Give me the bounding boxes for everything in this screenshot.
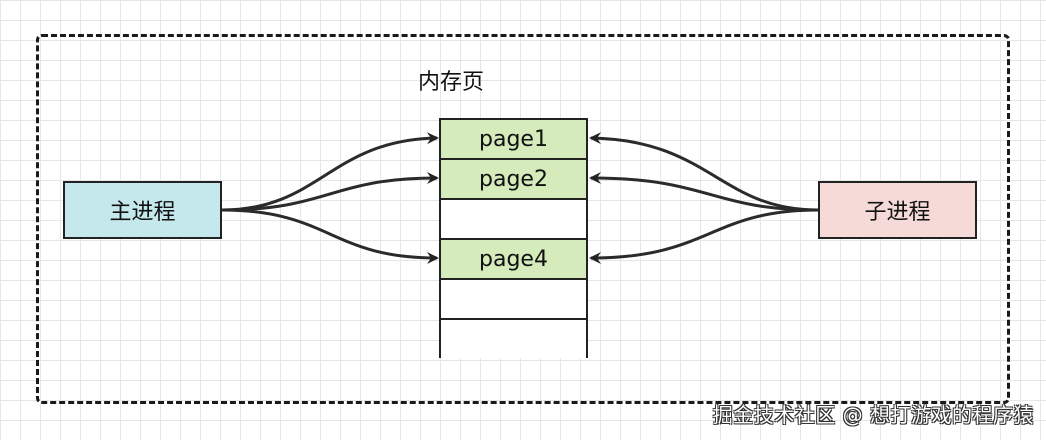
- memory-page-stack: page1 page2 page4: [439, 118, 588, 358]
- memory-page-4: page4: [441, 238, 586, 278]
- child-process-label: 子进程: [864, 200, 931, 225]
- memory-label: 内存页: [417, 70, 484, 95]
- dashed-frame: [36, 34, 1010, 404]
- page-label: page4: [479, 246, 548, 272]
- memory-page-2: page2: [441, 158, 586, 198]
- memory-page-3: [441, 198, 586, 238]
- memory-page-5: [441, 278, 586, 318]
- child-process-box: 子进程: [818, 181, 977, 239]
- watermark-text: 掘金技术社区 @ 想打游戏的程序猿: [712, 403, 1034, 427]
- memory-page-6: [441, 318, 586, 358]
- page-label: page1: [479, 126, 548, 152]
- page-label: page2: [479, 166, 548, 192]
- memory-page-1: page1: [441, 118, 586, 158]
- main-process-box: 主进程: [63, 181, 222, 239]
- main-process-label: 主进程: [109, 200, 176, 225]
